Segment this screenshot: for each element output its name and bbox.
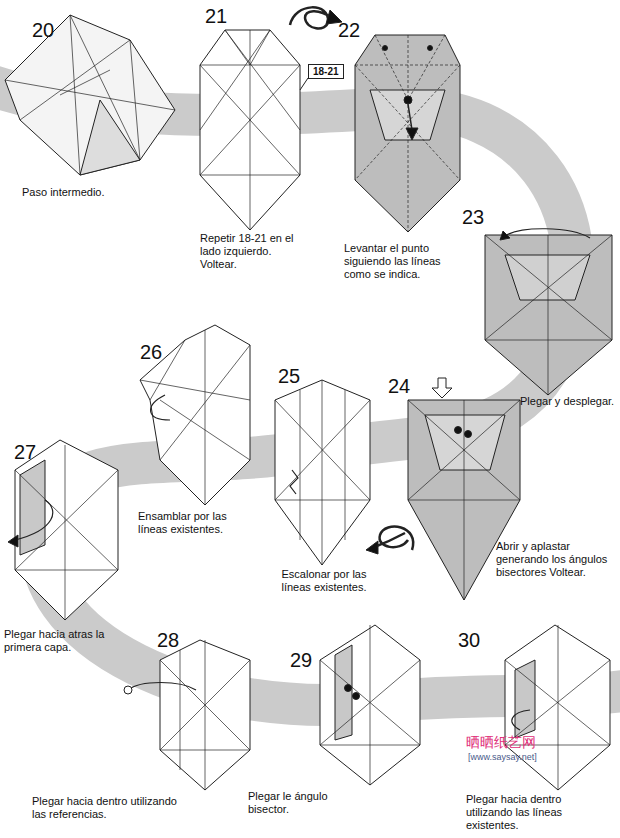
step-caption: Plegar le ángulo bisector.	[248, 790, 358, 816]
step-caption: Plegar y desplegar.	[520, 395, 615, 408]
step-number: 29	[290, 648, 312, 672]
watermark-url: [www.saysay.net]	[468, 752, 537, 763]
reference-box: 18-21	[308, 64, 344, 79]
step-caption: Paso intermedio.	[22, 186, 162, 199]
step-caption: Repetir 18-21 en el lado izquierdo. Volt…	[200, 232, 300, 272]
step-number: 21	[205, 4, 227, 28]
step-number: 20	[32, 18, 54, 42]
step-number: 24	[388, 374, 410, 398]
step-caption: Abrir y aplastar generando los ángulos b…	[496, 540, 614, 580]
step-caption: Ensamblar por las líneas existentes.	[138, 510, 248, 536]
step-caption: Levantar el punto siguiendo las líneas c…	[344, 242, 464, 282]
step-caption: Plegar hacia dentro utilizando las refer…	[32, 795, 192, 821]
step-caption: Plegar hacia atras la primera capa.	[4, 628, 114, 654]
reference-text: 18-21	[313, 66, 339, 77]
step-number: 25	[278, 364, 300, 388]
step-number: 26	[140, 340, 162, 364]
step-number: 23	[462, 205, 484, 229]
step-number: 22	[338, 18, 360, 42]
step-number: 27	[14, 440, 36, 464]
step-number: 30	[458, 628, 480, 652]
watermark: 晒晒纸艺网	[466, 734, 536, 751]
step-caption: Plegar hacia dentro utilizando las línea…	[466, 793, 606, 833]
step-caption: Escalonar por las líneas existentes.	[268, 568, 380, 594]
step-number: 28	[157, 628, 179, 652]
flow-band	[0, 85, 620, 705]
